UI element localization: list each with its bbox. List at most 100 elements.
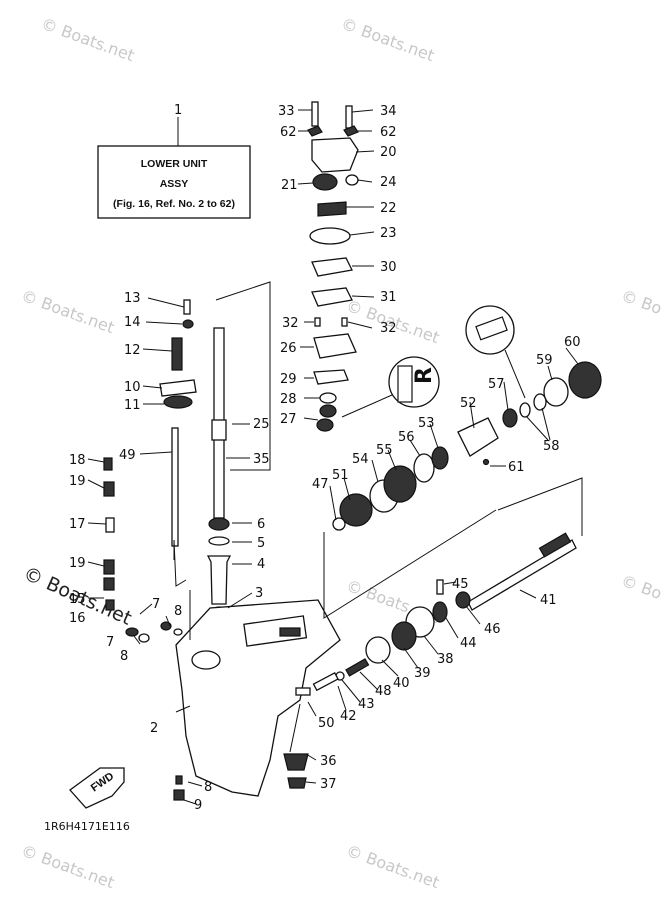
plunger-42 bbox=[312, 671, 339, 692]
part-label: 2 bbox=[150, 721, 158, 736]
shaft-spline bbox=[211, 419, 227, 441]
part-label: 24 bbox=[380, 175, 397, 190]
pin-45 bbox=[436, 579, 444, 595]
part-label: 11 bbox=[124, 398, 141, 413]
box-reference: (Fig. 16, Ref. No. 2 to 62) bbox=[113, 198, 235, 210]
shim bbox=[208, 536, 230, 546]
washer-58 bbox=[519, 402, 531, 418]
washer-62 bbox=[343, 125, 359, 137]
part-label: 26 bbox=[280, 341, 297, 356]
bolt-9 bbox=[173, 789, 185, 801]
part-label: 53 bbox=[418, 416, 435, 431]
sleeve bbox=[206, 555, 232, 605]
part-label: 41 bbox=[540, 593, 557, 608]
pump-housing bbox=[311, 137, 359, 173]
part-label: 38 bbox=[437, 652, 454, 667]
part-label: 4 bbox=[257, 557, 265, 572]
part-label: 52 bbox=[460, 396, 477, 411]
box-title: LOWER UNIT bbox=[141, 158, 208, 170]
grommet-16 bbox=[105, 599, 115, 611]
box-subtitle: ASSY bbox=[160, 178, 189, 190]
part-label: 29 bbox=[280, 372, 297, 387]
impeller bbox=[317, 201, 347, 217]
part-label: 19 bbox=[69, 474, 86, 489]
gear-51 bbox=[339, 493, 373, 527]
spacer-17 bbox=[105, 517, 115, 533]
part-label: 8 bbox=[120, 649, 128, 664]
bolt-7 bbox=[125, 627, 139, 637]
outer-plate-cartridge bbox=[311, 257, 353, 277]
clutch-gear-row bbox=[295, 579, 471, 696]
gasket bbox=[309, 227, 351, 245]
bearing bbox=[208, 517, 230, 531]
part-label: 16 bbox=[69, 611, 86, 626]
watermark: © Boats.net bbox=[339, 14, 437, 65]
o-ring-56 bbox=[413, 453, 435, 483]
oil-seal bbox=[319, 404, 337, 418]
part-label: 10 bbox=[124, 380, 141, 395]
oil-seal-53 bbox=[431, 446, 449, 470]
part-label: 8 bbox=[204, 780, 212, 795]
spring-48 bbox=[345, 658, 370, 677]
screw-13 bbox=[183, 299, 191, 315]
collar-15 bbox=[103, 577, 115, 591]
part-label: 31 bbox=[380, 290, 397, 305]
part-label: 44 bbox=[460, 636, 477, 651]
part-label: 17 bbox=[69, 517, 86, 532]
forward-direction-arrow: FWD bbox=[69, 767, 125, 809]
pin-50 bbox=[295, 687, 311, 696]
bearing-gear-row bbox=[332, 361, 602, 531]
plug bbox=[345, 174, 359, 186]
shim-47 bbox=[332, 517, 346, 531]
propeller-shaft bbox=[467, 532, 577, 611]
part-label: 56 bbox=[398, 430, 415, 445]
shim-39 bbox=[391, 621, 417, 651]
pin bbox=[314, 317, 321, 327]
part-label: 47 bbox=[312, 477, 329, 492]
watermark: © Boats.net bbox=[19, 286, 117, 337]
part-label: 14 bbox=[124, 315, 141, 330]
part-label: 51 bbox=[332, 468, 349, 483]
part-label: 25 bbox=[253, 417, 270, 432]
shift-rod-group bbox=[103, 299, 197, 611]
part-label: 3 bbox=[255, 586, 263, 601]
part-label: 61 bbox=[508, 460, 525, 475]
part-label: 19 bbox=[69, 556, 86, 571]
thrust-ring-59 bbox=[543, 377, 569, 407]
gasket-plate bbox=[311, 287, 353, 307]
dog-clutch-44 bbox=[432, 601, 448, 623]
shim-detail-callout bbox=[465, 305, 526, 399]
part-label: 43 bbox=[358, 697, 375, 712]
bolt-34 bbox=[345, 105, 353, 129]
part-label: 18 bbox=[69, 453, 86, 468]
part-label: 40 bbox=[393, 676, 410, 691]
drawing-code: 1R6H4171E116 bbox=[44, 820, 130, 833]
part-label: 60 bbox=[564, 335, 581, 350]
bolt-7 bbox=[160, 621, 172, 631]
part-label: 8 bbox=[174, 604, 182, 619]
part-label: 22 bbox=[380, 201, 397, 216]
part-label: 62 bbox=[280, 125, 297, 140]
drive-shaft-group bbox=[206, 327, 232, 618]
part-label: 6 bbox=[257, 517, 265, 532]
part-label: 46 bbox=[484, 622, 501, 637]
shim-40 bbox=[365, 636, 391, 664]
pin-61 bbox=[482, 458, 490, 466]
part-label: 48 bbox=[375, 684, 392, 699]
part-label: 30 bbox=[380, 260, 397, 275]
seal-detail-callout: R bbox=[341, 356, 440, 418]
part-label: 49 bbox=[119, 448, 136, 463]
spring-12 bbox=[171, 337, 183, 371]
part-label: 21 bbox=[281, 178, 298, 193]
pinion-36 bbox=[283, 753, 309, 771]
watermark: © Boats.net bbox=[344, 841, 442, 892]
watermark: © Boats.net bbox=[19, 841, 117, 892]
gasket bbox=[313, 369, 349, 385]
leader-lines bbox=[87, 109, 579, 805]
part-number-labels: 1 2 3 4 5 6 7 7 8 8 8 9 10 11 12 13 14 1… bbox=[69, 103, 581, 813]
part-label: 7 bbox=[152, 597, 160, 612]
part-label: 1 bbox=[174, 103, 182, 118]
part-label: 54 bbox=[352, 452, 369, 467]
watermark: © Boats.net bbox=[619, 286, 661, 337]
